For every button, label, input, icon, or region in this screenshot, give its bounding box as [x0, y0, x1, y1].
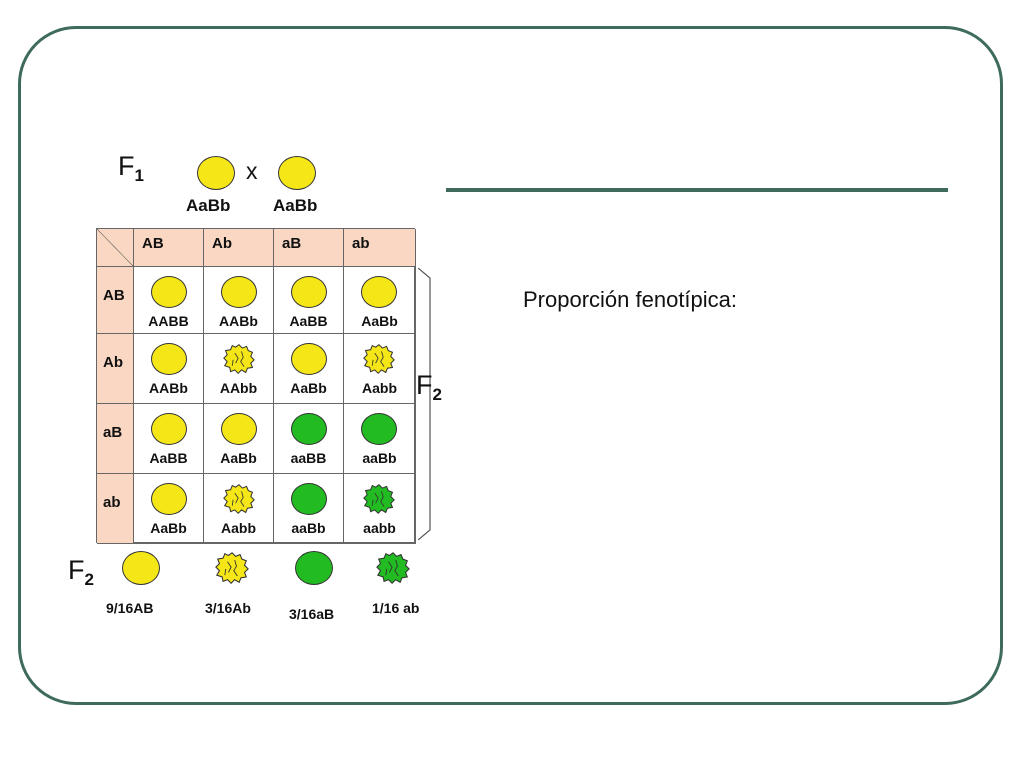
yellow-round-pea-icon [291, 343, 327, 375]
yellow-round-pea-icon [151, 276, 187, 308]
green-wrinkled-pea-icon [376, 552, 410, 584]
parent-genotype-2: AaBb [273, 196, 318, 215]
punnett-cell: AAbb [204, 334, 274, 404]
column-gamete-header: ab [344, 229, 416, 267]
cell-genotype: AaBb [150, 520, 187, 536]
phenotype-ratio-label: 3/16Ab [205, 600, 251, 616]
cell-genotype: Aabb [362, 380, 397, 396]
phenotype-ratio-label: 1/16 ab [372, 600, 420, 616]
punnett-cell: AaBB [274, 267, 344, 334]
yellow-round-pea-icon [122, 551, 160, 585]
parent-pea-1 [197, 156, 235, 190]
punnett-cell: AABb [134, 334, 204, 404]
row-gamete-header: aB [97, 404, 134, 474]
yellow-round-pea-icon [361, 276, 397, 308]
title-rule [446, 188, 948, 192]
yellow-wrinkled-pea-icon [223, 344, 255, 375]
cross-symbol: x [246, 158, 258, 184]
column-gamete-label: ab [352, 235, 370, 252]
cell-genotype: AAbb [219, 380, 258, 396]
proportion-text: Proporción fenotípica: [523, 287, 738, 312]
row-gamete-header: AB [97, 267, 134, 334]
punnett-cell: aabb [344, 474, 416, 544]
punnett-cell: AaBb [204, 404, 274, 474]
column-gamete-header: Ab [204, 229, 274, 267]
column-gamete-label: AB [142, 235, 164, 252]
yellow-wrinkled-pea-icon [363, 344, 395, 375]
slide-frame [18, 26, 1003, 705]
cell-genotype: AABB [148, 313, 189, 329]
phenotype-ratio-label: 3/16aB [289, 606, 335, 622]
yellow-round-pea-icon [151, 483, 187, 515]
parent-pea-2 [278, 156, 316, 190]
cell-genotype: AABb [149, 380, 188, 396]
punnett-cell: AaBb [344, 267, 416, 334]
yellow-wrinkled-pea-icon [223, 484, 255, 515]
yellow-wrinkled-pea-icon [215, 552, 249, 584]
green-round-pea-icon [295, 551, 333, 585]
row-gamete-label: ab [103, 494, 121, 511]
row-gamete-label: aB [103, 424, 123, 441]
cell-genotype: aaBb [362, 450, 397, 466]
cell-genotype: AaBb [220, 450, 257, 466]
cell-genotype: AABb [219, 313, 258, 329]
cell-genotype: aabb [363, 520, 396, 536]
yellow-round-pea-icon [221, 276, 257, 308]
f2-bracket [418, 268, 431, 540]
punnett-cell: Aabb [204, 474, 274, 544]
phenotype-ratio-label: 9/16AB [106, 600, 154, 616]
yellow-round-pea-icon [151, 413, 187, 445]
yellow-round-pea-icon [151, 343, 187, 375]
punnett-cell: aaBB [274, 404, 344, 474]
cell-genotype: AaBb [361, 313, 398, 329]
punnett-cell: Aabb [344, 334, 416, 404]
green-round-pea-icon [291, 413, 327, 445]
cell-genotype: AaBb [290, 380, 327, 396]
cell-genotype: AaBB [289, 313, 328, 329]
row-gamete-header: ab [97, 474, 134, 544]
row-gamete-header: Ab [97, 334, 134, 404]
green-wrinkled-pea-icon [363, 484, 395, 515]
punnett-cell: AaBb [274, 334, 344, 404]
punnett-cell: AABB [134, 267, 204, 334]
column-gamete-header: aB [274, 229, 344, 267]
column-gamete-header: AB [134, 229, 204, 267]
row-gamete-label: AB [103, 287, 125, 304]
f2-bottom-label: F2 [68, 555, 94, 589]
yellow-round-pea-icon [221, 413, 257, 445]
punnett-cell: AaBb [134, 474, 204, 544]
green-round-pea-icon [361, 413, 397, 445]
row-gamete-label: Ab [103, 354, 123, 371]
f1-label: F1 [118, 151, 144, 185]
cell-genotype: Aabb [221, 520, 256, 536]
green-round-pea-icon [291, 483, 327, 515]
column-gamete-label: Ab [212, 235, 232, 252]
punnett-cell: AaBB [134, 404, 204, 474]
yellow-round-pea-icon [291, 276, 327, 308]
punnett-cell: aaBb [344, 404, 416, 474]
f2-side-label: F2 [416, 370, 442, 404]
punnett-cell: aaBb [274, 474, 344, 544]
punnett-cell: AABb [204, 267, 274, 334]
column-gamete-label: aB [282, 235, 302, 252]
cell-genotype: aaBB [290, 450, 327, 466]
parent-genotype-1: AaBb [186, 196, 231, 215]
cell-genotype: AaBB [149, 450, 188, 466]
cell-genotype: aaBb [291, 520, 326, 536]
punnett-corner [97, 229, 134, 267]
